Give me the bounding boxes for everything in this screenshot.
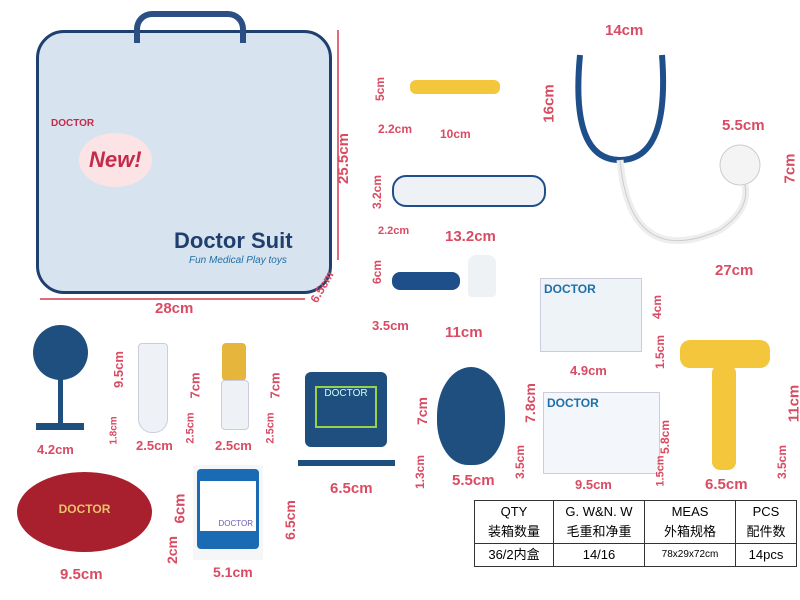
dropper-bottle [468,255,496,297]
stethoscope-length: 27cm [715,262,754,279]
id-card-height: 6.5cm [281,500,298,540]
header-cn: 外箱规格 [663,524,716,539]
case-subtitle: Fun Medical Play toys [189,255,287,266]
case-title: Doctor Suit [174,228,293,253]
weight-cell: 14/16 [553,543,645,567]
header-cn: 装箱数量 [487,524,540,539]
reflex-hammer-head [680,340,770,368]
vial [221,380,249,430]
ear-otoscope [437,367,505,465]
hammer-depth: 3.5cm [775,444,790,480]
reflector-depth: 1.8cm [108,416,120,445]
test-tube [138,343,168,433]
tube-height: 7cm [187,372,203,399]
table-row: 36/2内盒 14/16 78x29x72cm 14pcs [474,543,797,567]
syringe [410,80,500,94]
card-title: DOCTOR [544,282,596,296]
stethoscope-head-height: 7cm [781,153,799,184]
vial-height: 7cm [267,372,283,399]
case-height-label: 25.5cm [334,133,352,184]
case-brand: DOCTOR [51,118,95,129]
thermometer-height: 3.2cm [370,174,385,210]
card2-width: 9.5cm [575,477,612,492]
head-mirror [33,325,88,380]
thermometer [392,175,546,207]
header-en: MEAS [671,504,709,519]
doctor-case: New! Doctor Suit Fun Medical Play toys D… [36,11,332,294]
thermometer-depth: 2.2cm [378,225,410,237]
card-title: DOCTOR [547,396,599,410]
tube-width: 2.5cm [136,438,173,453]
syringe-height: 5cm [373,76,388,102]
dropper-width: 11cm [445,324,483,341]
bowl-depth: 2cm [164,535,181,565]
meas-cell: 78x29x72cm [644,543,736,567]
case-width-label: 28cm [155,300,194,317]
case-handle [134,11,246,43]
vial-width: 2.5cm [215,438,252,453]
card1-height: 4cm [650,294,665,320]
header-en: G. W&N. W [565,504,633,519]
stethoscope-head-width: 5.5cm [722,117,765,134]
id-card-width: 5.1cm [213,564,253,580]
kidney-dish: DOCTOR [17,472,152,552]
patient-id-card: DOCTOR [193,465,263,560]
heart-monitor: DOCTOR [305,372,387,447]
doctor-card-large: DOCTOR [543,392,660,474]
vial-cap [222,343,246,381]
card2-depth: 1.5cm [654,455,667,487]
header-cn: 毛重和净重 [566,524,632,539]
otoscope-height: 7.8cm [521,383,538,423]
bowl-height: 6cm [171,493,189,524]
qty-cell: 36/2内盒 [474,543,554,567]
stethoscope-width: 14cm [605,22,644,39]
card2-height: 5.8cm [658,419,673,455]
otoscope-width: 5.5cm [452,472,495,489]
dropper-depth: 3.5cm [372,318,409,333]
reflector-height: 9.5cm [110,351,126,388]
stethoscope-height: 16cm [540,84,558,123]
pcs-cell: 14pcs [735,543,797,567]
doctor-card-small: DOCTOR [540,278,642,352]
new-badge: New! [79,133,152,187]
monitor-depth: 1.3cm [413,454,428,490]
header-en: PCS [752,504,780,519]
bowl-brand: DOCTOR [58,502,111,516]
syringe-depth: 2.2cm [378,122,413,136]
dropper [392,272,460,290]
stethoscope [575,54,761,245]
monitor-width: 6.5cm [330,480,373,497]
reflector-width: 4.2cm [37,442,74,457]
bowl-width: 9.5cm [60,566,103,583]
syringe-width: 10cm [440,127,471,141]
card1-width: 4.9cm [570,363,607,378]
spec-table: QTY 装箱数量 G. W&N. W 毛重和净重 MEAS 外箱规格 PCS 配件数 3… [474,500,797,567]
hammer-width: 6.5cm [705,476,748,493]
monitor-height: 7cm [414,396,431,426]
tube-depth: 2.5cm [184,412,197,444]
monitor-brand: DOCTOR [315,386,377,428]
card1-depth: 1.5cm [653,334,668,370]
id-card-brand: DOCTOR [200,481,256,531]
vial-depth: 2.5cm [264,412,277,444]
dropper-height: 6cm [370,259,385,285]
reflex-hammer-handle [712,365,736,470]
header-cn: 配件数 [746,524,786,539]
otoscope-depth: 3.5cm [513,444,528,480]
thermometer-width: 13.2cm [445,228,496,245]
header-en: QTY [500,504,528,519]
id-card-form: DOCTOR [197,469,259,549]
hammer-height: 11cm [785,384,800,423]
